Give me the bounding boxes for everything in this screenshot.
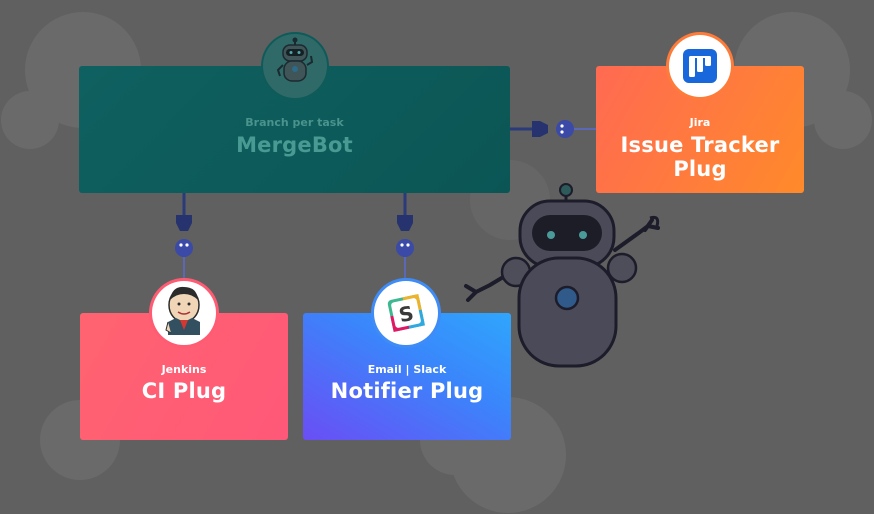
- jira-subtitle: Jira: [689, 116, 711, 129]
- jenkins-title: CI Plug: [141, 379, 227, 403]
- jenkins-subtitle: Jenkins: [161, 363, 207, 376]
- mergebot-subtitle: Branch per task: [245, 116, 344, 129]
- notifier-title: Notifier Plug: [330, 379, 484, 403]
- jira-title: Issue Tracker Plug: [620, 133, 780, 181]
- jenkins-card: Jenkins CI Plug: [80, 313, 288, 440]
- notifier-subtitle: Email | Slack: [367, 363, 447, 376]
- mergebot-card: Branch per task MergeBot: [79, 66, 510, 193]
- notifier-card: Email | Slack Notifier Plug: [303, 313, 511, 440]
- jira-card: Jira Issue Tracker Plug: [596, 66, 804, 193]
- mergebot-title: MergeBot: [236, 133, 353, 157]
